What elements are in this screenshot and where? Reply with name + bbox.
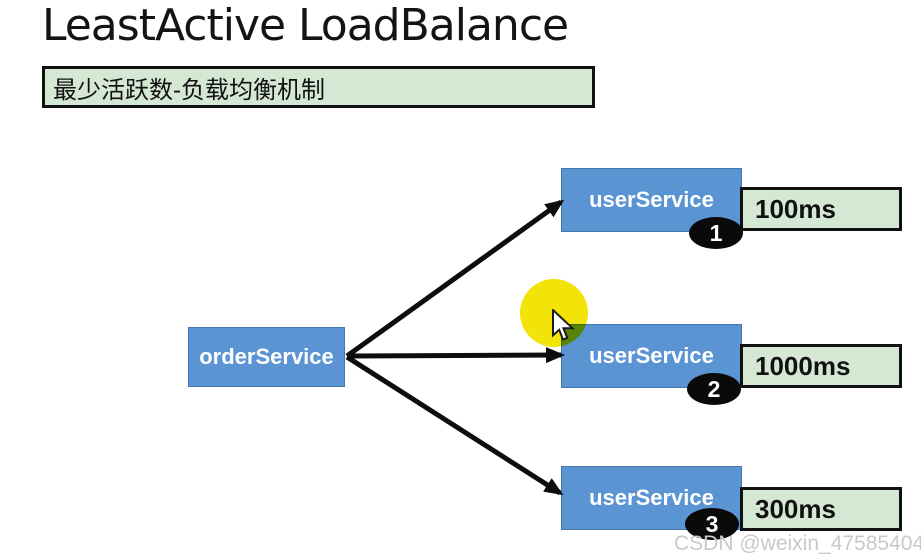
provider-number-badge-2: 2 bbox=[687, 373, 741, 405]
provider-number-badge-1: 1 bbox=[689, 217, 743, 249]
arrow-to-provider-2 bbox=[346, 347, 565, 364]
latency-box-3: 300ms bbox=[740, 487, 902, 531]
latency-box-2: 1000ms bbox=[740, 344, 902, 388]
order-service-label: orderService bbox=[199, 344, 334, 369]
user-service-label: userService bbox=[589, 343, 714, 368]
provider-number-badge-3: 3 bbox=[685, 508, 739, 540]
latency-value: 1000ms bbox=[755, 350, 851, 381]
arrow-to-provider-1 bbox=[345, 199, 565, 359]
badge-number: 1 bbox=[709, 219, 723, 246]
latency-box-1: 100ms bbox=[740, 187, 902, 231]
latency-value: 100ms bbox=[755, 193, 836, 224]
order-service-node: orderService bbox=[188, 327, 345, 387]
arrow-to-provider-3 bbox=[345, 354, 564, 496]
latency-value: 300ms bbox=[755, 493, 836, 524]
mouse-pointer-icon bbox=[552, 309, 575, 341]
watermark-text: CSDN @weixin_47585404 bbox=[674, 532, 921, 555]
user-service-label: userService bbox=[589, 485, 714, 510]
user-service-label: userService bbox=[589, 187, 714, 212]
badge-number: 3 bbox=[705, 510, 719, 537]
badge-number: 2 bbox=[707, 375, 721, 402]
subtitle-banner: 最少活跃数-负载均衡机制 bbox=[42, 66, 595, 108]
subtitle-banner-label: 最少活跃数-负载均衡机制 bbox=[53, 76, 325, 104]
page-title: LeastActive LoadBalance bbox=[42, 0, 569, 51]
